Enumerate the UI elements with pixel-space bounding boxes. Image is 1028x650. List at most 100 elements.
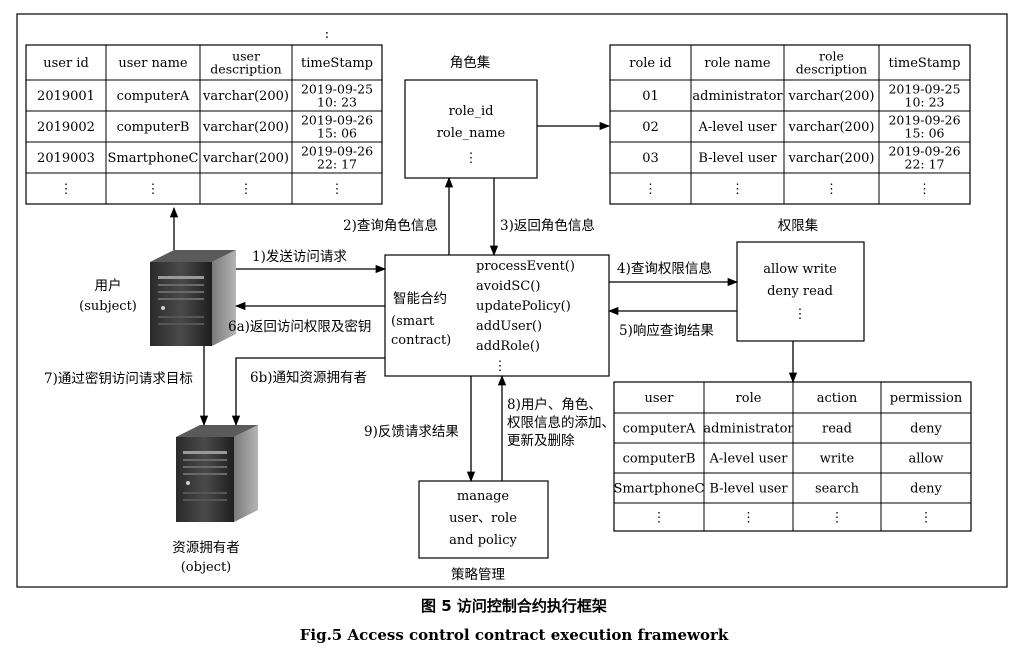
step4-label: 4)查询权限信息 bbox=[617, 260, 712, 277]
role-table-cell: administrator bbox=[692, 89, 783, 104]
user-table-frame bbox=[25, 44, 383, 205]
permission-table-cell: ⋮ bbox=[742, 511, 755, 526]
permission-table-cell: write bbox=[820, 452, 855, 467]
user-table-cell: 2019003 bbox=[37, 151, 95, 166]
role-table-header: role name bbox=[704, 56, 770, 71]
permission-set-line: allow write bbox=[763, 262, 837, 277]
user-table-cell: 22: 17 bbox=[317, 157, 357, 172]
permission-table-cell: computerA bbox=[623, 422, 696, 437]
role-table-cell: 02 bbox=[642, 120, 659, 135]
role-table-cell: varchar(200) bbox=[788, 89, 875, 104]
role-table-cell: varchar(200) bbox=[788, 120, 875, 135]
resource-owner-server-icon bbox=[176, 425, 258, 522]
smart-contract-label: (smart bbox=[391, 314, 435, 329]
permission-table-header: user bbox=[645, 391, 675, 406]
role-table-header: role id bbox=[629, 56, 672, 71]
smart-contract-box bbox=[384, 254, 610, 377]
diagram-border bbox=[16, 13, 1008, 588]
role-table-header: description bbox=[796, 62, 867, 77]
role-table-cell: 10: 23 bbox=[905, 95, 945, 110]
policy-management: manage user、role and policy 策略管理 bbox=[418, 480, 549, 583]
permission-table-header: permission bbox=[890, 391, 963, 406]
role-table-cell: 2019-09-26 bbox=[888, 113, 960, 128]
step9-label: 9)反馈请求结果 bbox=[364, 424, 459, 440]
user-table-cell: varchar(200) bbox=[202, 151, 289, 166]
permission-table-cell: ⋮ bbox=[920, 511, 933, 526]
caption-chinese: 图 5 访问控制合约执行框架 bbox=[421, 597, 607, 615]
step7-label: 7)通过密钥访问请求目标 bbox=[44, 370, 193, 387]
permission-set-box bbox=[736, 241, 865, 342]
owner-node-label: 资源拥有者 bbox=[172, 540, 240, 556]
role-table-cell: 15: 06 bbox=[905, 126, 945, 141]
user-server-icon bbox=[150, 250, 236, 346]
role-table-frame bbox=[609, 44, 971, 205]
permission-set-line: deny read bbox=[767, 284, 833, 299]
user-table-cell: ⋮ bbox=[147, 182, 160, 197]
user-table-cell: ⋮ bbox=[60, 182, 73, 197]
permission-table-cell: A-level user bbox=[709, 452, 789, 467]
user-table-cell: computerB bbox=[117, 120, 190, 135]
role-table-header: role bbox=[819, 49, 844, 64]
smart-contract: 智能合约 (smart contract) processEvent() avo… bbox=[384, 254, 610, 377]
user-table-cell: varchar(200) bbox=[202, 89, 289, 104]
role-table-cell: A-level user bbox=[698, 120, 778, 135]
owner-node-sub: (object) bbox=[181, 560, 232, 575]
user-table-header: timeStamp bbox=[301, 56, 373, 71]
permission-set: 权限集 allow write deny read ⋮ bbox=[736, 217, 865, 342]
role-table-cell: 03 bbox=[642, 151, 659, 166]
permission-table-cell: B-level user bbox=[709, 482, 788, 497]
step3-label: 3)返回角色信息 bbox=[500, 217, 595, 234]
role-set-title: 角色集 bbox=[450, 54, 491, 71]
caption-english: Fig.5 Access control contract execution … bbox=[300, 626, 729, 644]
role-set-line: ⋮ bbox=[465, 151, 478, 166]
permission-table-cell: search bbox=[815, 482, 860, 497]
permission-set-line: ⋮ bbox=[794, 307, 807, 322]
user-table-cell: 2019001 bbox=[37, 89, 95, 104]
step2-label: 2)查询角色信息 bbox=[343, 217, 438, 234]
permission-table-cell: ⋮ bbox=[831, 511, 844, 526]
step8-label: 8)用户、角色、 bbox=[507, 396, 602, 413]
role-table-cell: 22: 17 bbox=[905, 157, 945, 172]
contract-method: addUser() bbox=[476, 319, 542, 334]
user-table-header: user id bbox=[43, 56, 89, 71]
policy-management-title: 策略管理 bbox=[451, 566, 505, 583]
permission-table-cell: read bbox=[822, 422, 852, 437]
user-table-cell: 2019-09-26 bbox=[301, 144, 373, 159]
policy-management-box bbox=[418, 480, 549, 559]
role-table-cell: B-level user bbox=[698, 151, 777, 166]
role-set-line: role_id bbox=[449, 104, 494, 119]
user-table-header: user bbox=[232, 49, 260, 64]
user-table-cell: 15: 06 bbox=[317, 126, 357, 141]
role-table-cell: 01 bbox=[642, 89, 659, 104]
step1-label: 1)发送访问请求 bbox=[252, 249, 347, 265]
contract-method: processEvent() bbox=[476, 259, 575, 274]
role-table-cell: varchar(200) bbox=[788, 151, 875, 166]
contract-method: updatePolicy() bbox=[476, 299, 571, 314]
permission-table-header: action bbox=[817, 391, 858, 406]
role-table-cell: 2019-09-25 bbox=[888, 82, 960, 97]
step5-label: 5)响应查询结果 bbox=[619, 322, 714, 339]
permission-table-cell: deny bbox=[910, 482, 942, 497]
permission-set-title: 权限集 bbox=[778, 217, 819, 234]
permission-table-cell: ⋮ bbox=[653, 511, 666, 526]
user-table-cell: computerA bbox=[117, 89, 190, 104]
role-table-cell: ⋮ bbox=[825, 182, 838, 197]
user-table-header: user name bbox=[118, 56, 188, 71]
role-set: 角色集 role_id role_name ⋮ bbox=[404, 54, 538, 179]
user-node-sub: (subject) bbox=[79, 299, 137, 314]
user-table-cell: varchar(200) bbox=[202, 120, 289, 135]
step6a-label: 6a)返回访问权限及密钥 bbox=[228, 318, 371, 335]
role-table-header: timeStamp bbox=[889, 56, 961, 71]
policy-line: and policy bbox=[449, 533, 517, 548]
permission-table-cell: allow bbox=[908, 452, 943, 467]
user-table-cell: 2019002 bbox=[37, 120, 95, 135]
role-set-box bbox=[404, 79, 538, 179]
role-table-cell: ⋮ bbox=[644, 182, 657, 197]
smart-contract-label: contract) bbox=[391, 333, 451, 348]
top-colon: : bbox=[325, 27, 329, 42]
smart-contract-label: 智能合约 bbox=[393, 291, 447, 307]
permission-table-cell: computerB bbox=[623, 452, 696, 467]
